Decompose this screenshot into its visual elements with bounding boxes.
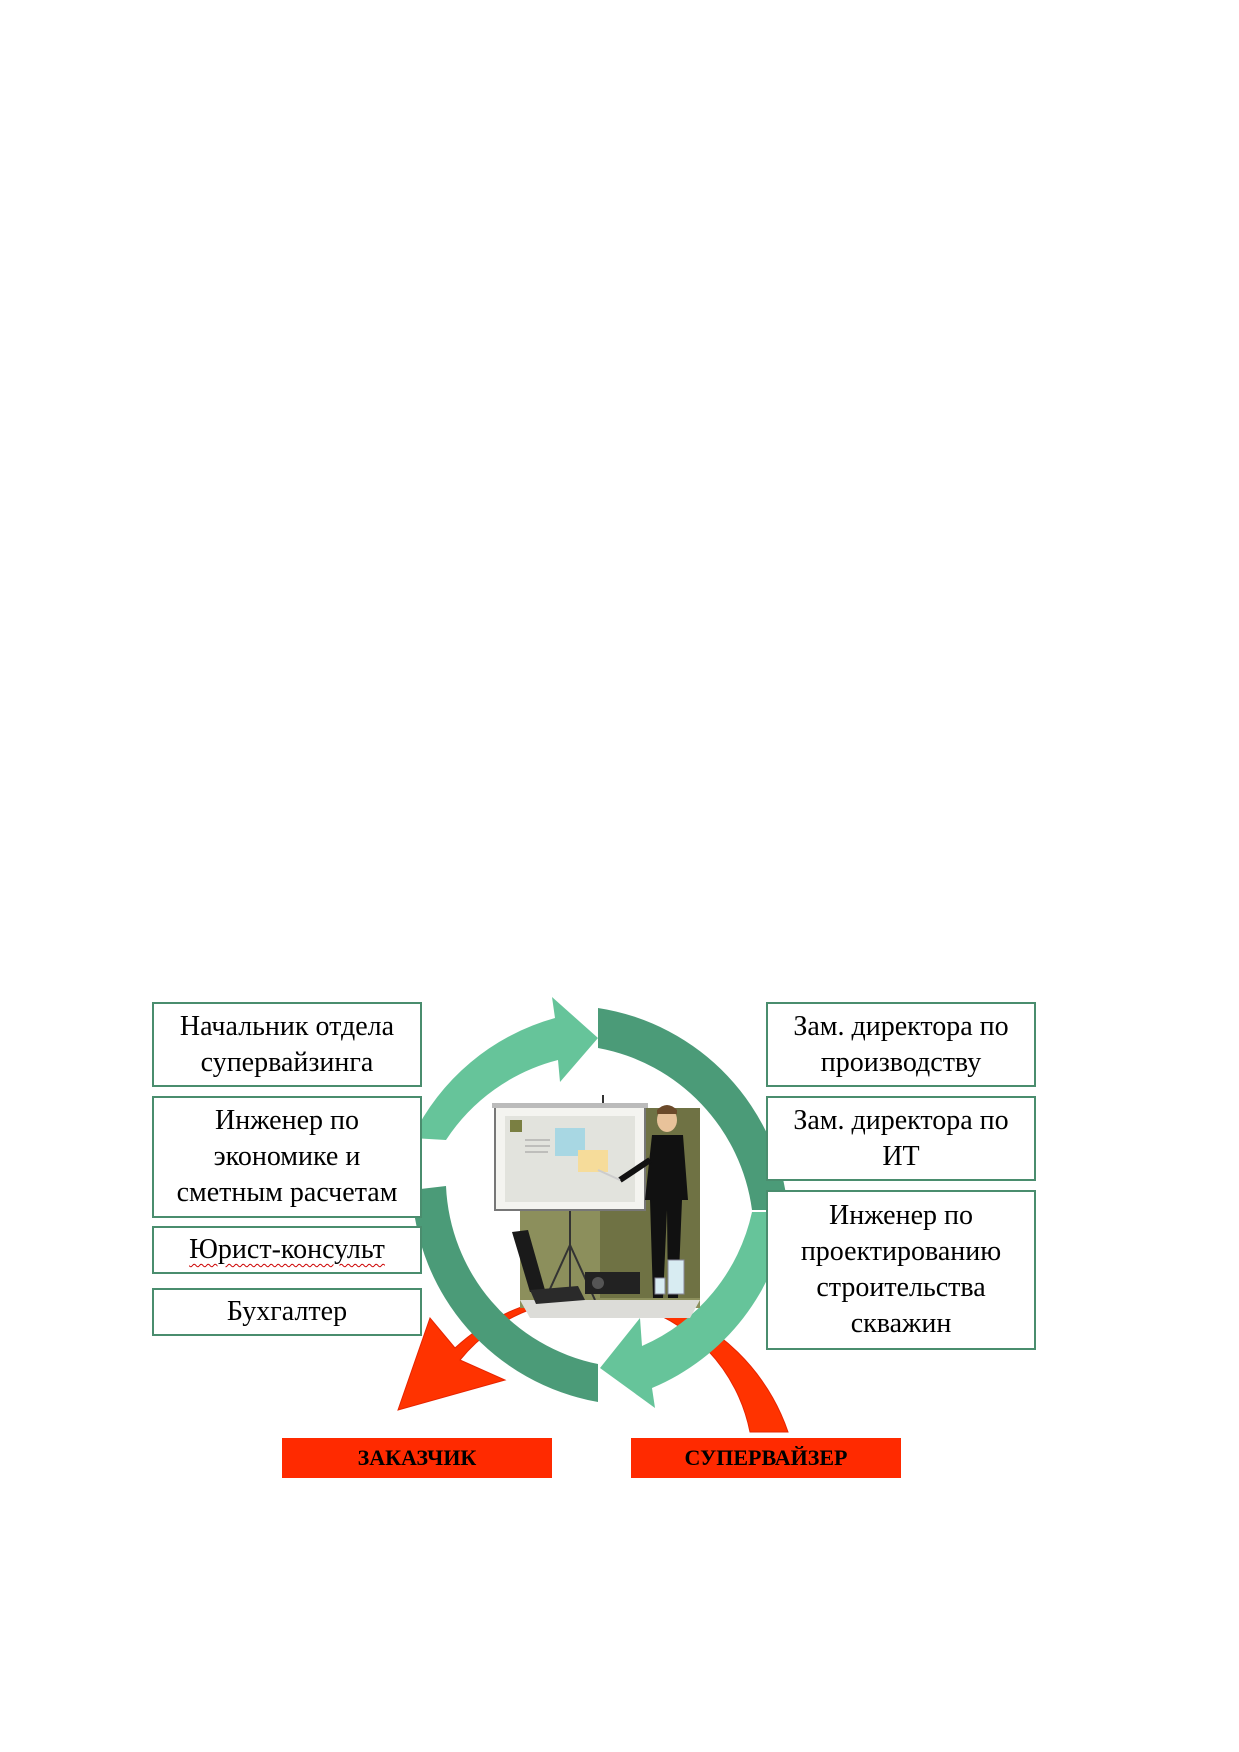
- role-box-legal-consultant-text: Юрист-консульт: [189, 1234, 385, 1265]
- supervisor-label: СУПЕРВАЙЗЕР: [631, 1438, 901, 1478]
- role-box-economics-engineer: Инженер по экономике и сметным расчетам: [152, 1096, 422, 1218]
- role-box-production-deputy: Зам. директора по производству: [766, 1002, 1036, 1087]
- role-box-accountant: Бухгалтер: [152, 1288, 422, 1336]
- role-box-it-deputy: Зам. директора по ИТ: [766, 1096, 1036, 1181]
- customer-label: ЗАКАЗЧИК: [282, 1438, 552, 1478]
- green-arc-top-left: [412, 997, 598, 1140]
- role-box-legal-consultant: Юрист-консульт: [152, 1226, 422, 1274]
- green-arc-bottom-right: [600, 1212, 788, 1408]
- presenter-illustration: [492, 1095, 700, 1318]
- green-arc-bottom-left: [412, 1186, 598, 1402]
- green-arc-top-right: [598, 1008, 788, 1210]
- role-box-supervising-head: Начальник отдела супервайзинга: [152, 1002, 422, 1087]
- role-box-well-design-engineer: Инженер по проектированию строительства …: [766, 1190, 1036, 1350]
